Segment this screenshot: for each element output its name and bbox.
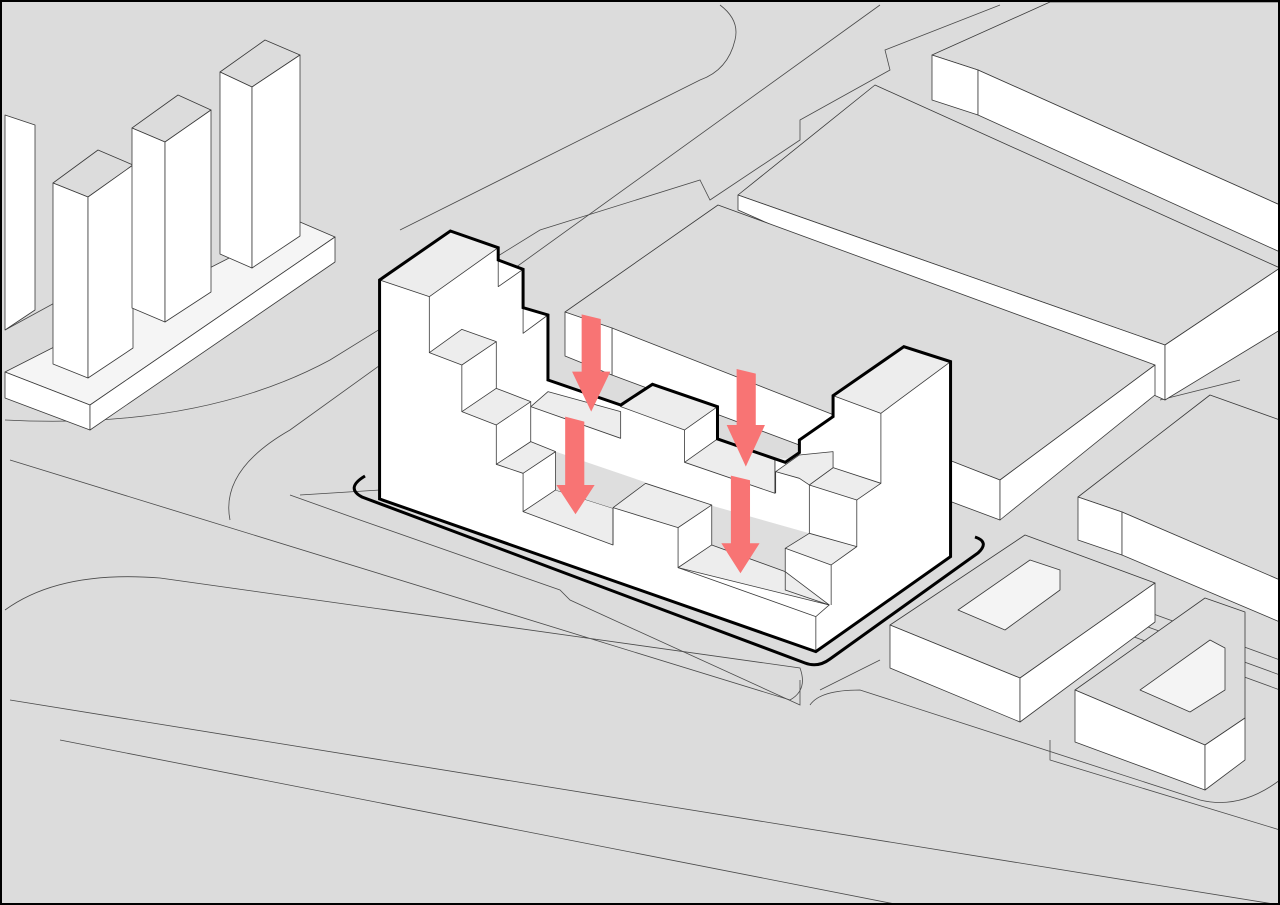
terrace-right-step-2 [785,533,857,565]
road-edge [10,700,1280,905]
arrow-down-icon [726,368,765,467]
terrace-step-2 [462,388,531,425]
building-outline [380,231,951,652]
tower-far-left [5,115,35,330]
road-edge [229,5,880,520]
arrow-down-icon [572,314,611,412]
context-buildings [565,2,1280,790]
podium-side [90,237,335,430]
road-edge [810,690,1280,830]
terrace-step-3 [496,442,555,474]
building-r5-side [1020,583,1155,722]
tower-1-side [88,165,133,378]
road-edge [820,580,1280,690]
terrace-upper-left [531,392,621,439]
road-edge [290,490,800,705]
tower-3-front [220,72,252,268]
left-tower-group [5,40,335,430]
building-r5-courtyard [958,560,1060,630]
terrace-right-inner [776,452,833,485]
main-building [380,231,951,652]
road-edge [5,460,802,700]
building-r6-side [1205,718,1245,790]
site-boundary [354,476,983,665]
arrow-down-icon [556,416,595,515]
arrow-down-icon [721,475,760,574]
building-r3-side [1000,365,1155,520]
tower-3-side [252,55,300,268]
tower-1-front [53,183,88,378]
building-r6-courtyard [1140,640,1225,712]
road-edge [400,5,736,230]
tower-2-side [165,110,211,322]
building-edges [429,260,881,652]
building-r2-side [1165,268,1280,400]
building-r4-front [1122,512,1280,622]
tower-2-front [132,128,165,322]
building-r1-front [978,70,1280,252]
